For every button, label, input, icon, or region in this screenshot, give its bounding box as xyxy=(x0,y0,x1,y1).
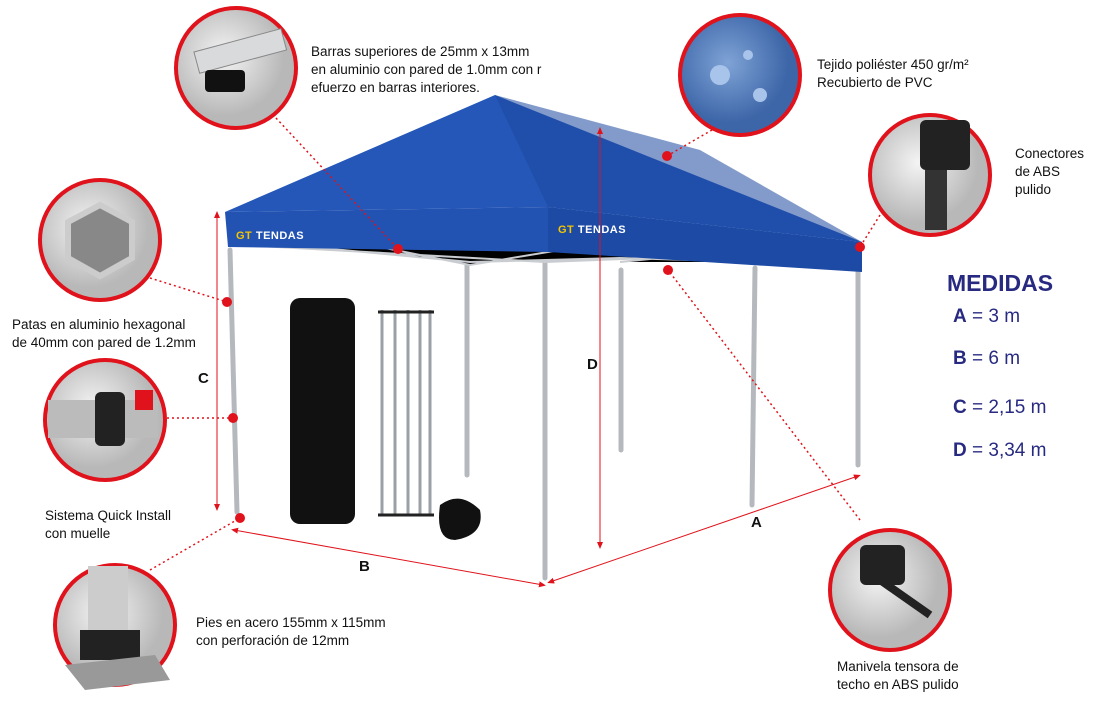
detail-connectors xyxy=(868,113,992,237)
caption-fabric: Tejido poliéster 450 gr/m² Recubierto de… xyxy=(817,57,969,90)
caption-legs: Patas en aluminio hexagonal de 40mm con … xyxy=(12,317,196,350)
caption-quick-install: Sistema Quick Install con muelle xyxy=(45,508,172,541)
dimension-label-c: C xyxy=(198,370,209,387)
measure-b: B = 6 m xyxy=(953,348,1021,369)
detail-feet xyxy=(53,563,177,690)
detail-quick-install xyxy=(43,358,167,482)
detail-top-bars xyxy=(174,6,298,130)
tent-legs xyxy=(227,247,861,581)
caption-top-bars: Barras superiores de 25mm x 13mm en alum… xyxy=(311,44,542,95)
logo-right: GT TENDAS xyxy=(558,224,627,236)
detail-crank xyxy=(828,528,952,652)
folded-frame xyxy=(378,310,434,517)
carry-bag xyxy=(290,298,355,524)
measure-a: A = 3 m xyxy=(953,306,1021,327)
measure-c: C = 2,15 m xyxy=(953,397,1047,418)
caption-feet: Pies en acero 155mm x 115mm con perforac… xyxy=(196,615,386,648)
stakes-bag xyxy=(439,498,481,540)
canopy xyxy=(225,95,862,272)
measures-title: MEDIDAS xyxy=(947,270,1054,296)
caption-connectors: Conectores de ABS pulido xyxy=(1015,146,1085,197)
dimension-label-b: B xyxy=(359,558,370,575)
measure-d: D = 3,34 m xyxy=(953,440,1047,461)
dimension-label-d: D xyxy=(587,356,598,373)
dimension-label-a: A xyxy=(751,514,762,531)
detail-fabric xyxy=(678,13,802,137)
caption-crank: Manivela tensora de techo en ABS pulido xyxy=(837,659,959,692)
logo-left: GT TENDAS xyxy=(236,230,305,242)
callout-dots xyxy=(222,151,865,523)
leader-lines xyxy=(149,117,881,571)
dimension-lines xyxy=(214,127,861,588)
detail-hex-legs xyxy=(38,178,162,302)
